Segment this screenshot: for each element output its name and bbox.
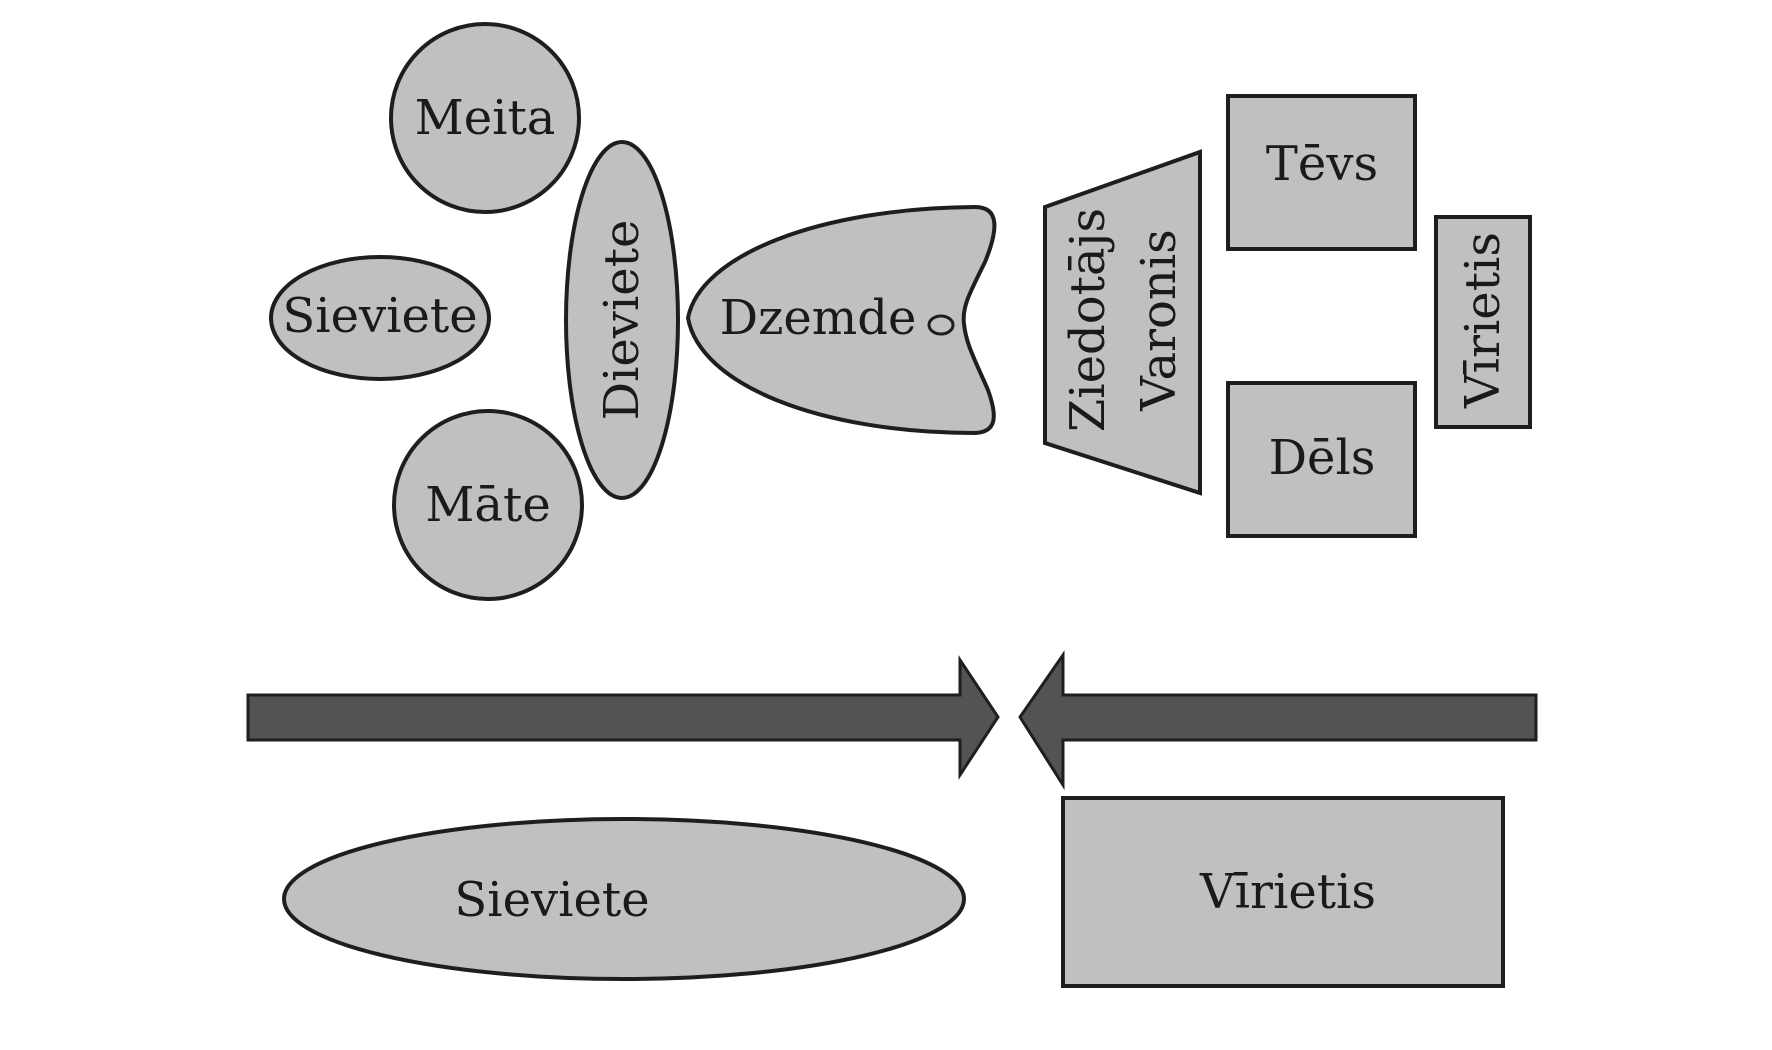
node-varonis-label: Varonis: [1131, 229, 1187, 412]
node-sieviete-bottom-label: Sieviete: [454, 872, 649, 928]
node-virietis-side-label: Vīrietis: [1455, 232, 1511, 409]
node-dzemde-label: Dzemde: [720, 290, 917, 346]
arrow-right: [246, 655, 1000, 781]
node-ziedotajs-label: Ziedotājs: [1060, 208, 1116, 432]
node-virietis-side: Vīrietis: [1434, 215, 1532, 429]
node-dels: Dēls: [1226, 381, 1417, 538]
node-mate: Māte: [392, 409, 584, 601]
arrow-left: [1018, 650, 1538, 791]
node-dieviete: Dieviete: [564, 140, 680, 500]
node-dels-label: Dēls: [1269, 430, 1376, 486]
node-ziedotajs-varonis: Ziedotājs Varonis: [1043, 149, 1202, 496]
node-mate-label: Māte: [425, 477, 550, 533]
node-dzemde: Dzemde: [685, 204, 997, 436]
dzemde-opening-icon: [927, 314, 955, 336]
node-virietis-bottom-label: Vīrietis: [1199, 864, 1376, 920]
node-meita: Meita: [389, 22, 581, 214]
node-dieviete-label: Dieviete: [594, 220, 650, 421]
node-tevs-label: Tēvs: [1266, 136, 1378, 192]
node-sieviete-top: Sieviete: [269, 255, 491, 381]
node-virietis-bottom: Vīrietis: [1061, 796, 1505, 988]
node-sieviete-bottom: Sieviete: [282, 817, 966, 981]
node-meita-label: Meita: [415, 90, 556, 146]
node-tevs: Tēvs: [1226, 94, 1417, 251]
node-sieviete-top-label: Sieviete: [282, 288, 477, 344]
